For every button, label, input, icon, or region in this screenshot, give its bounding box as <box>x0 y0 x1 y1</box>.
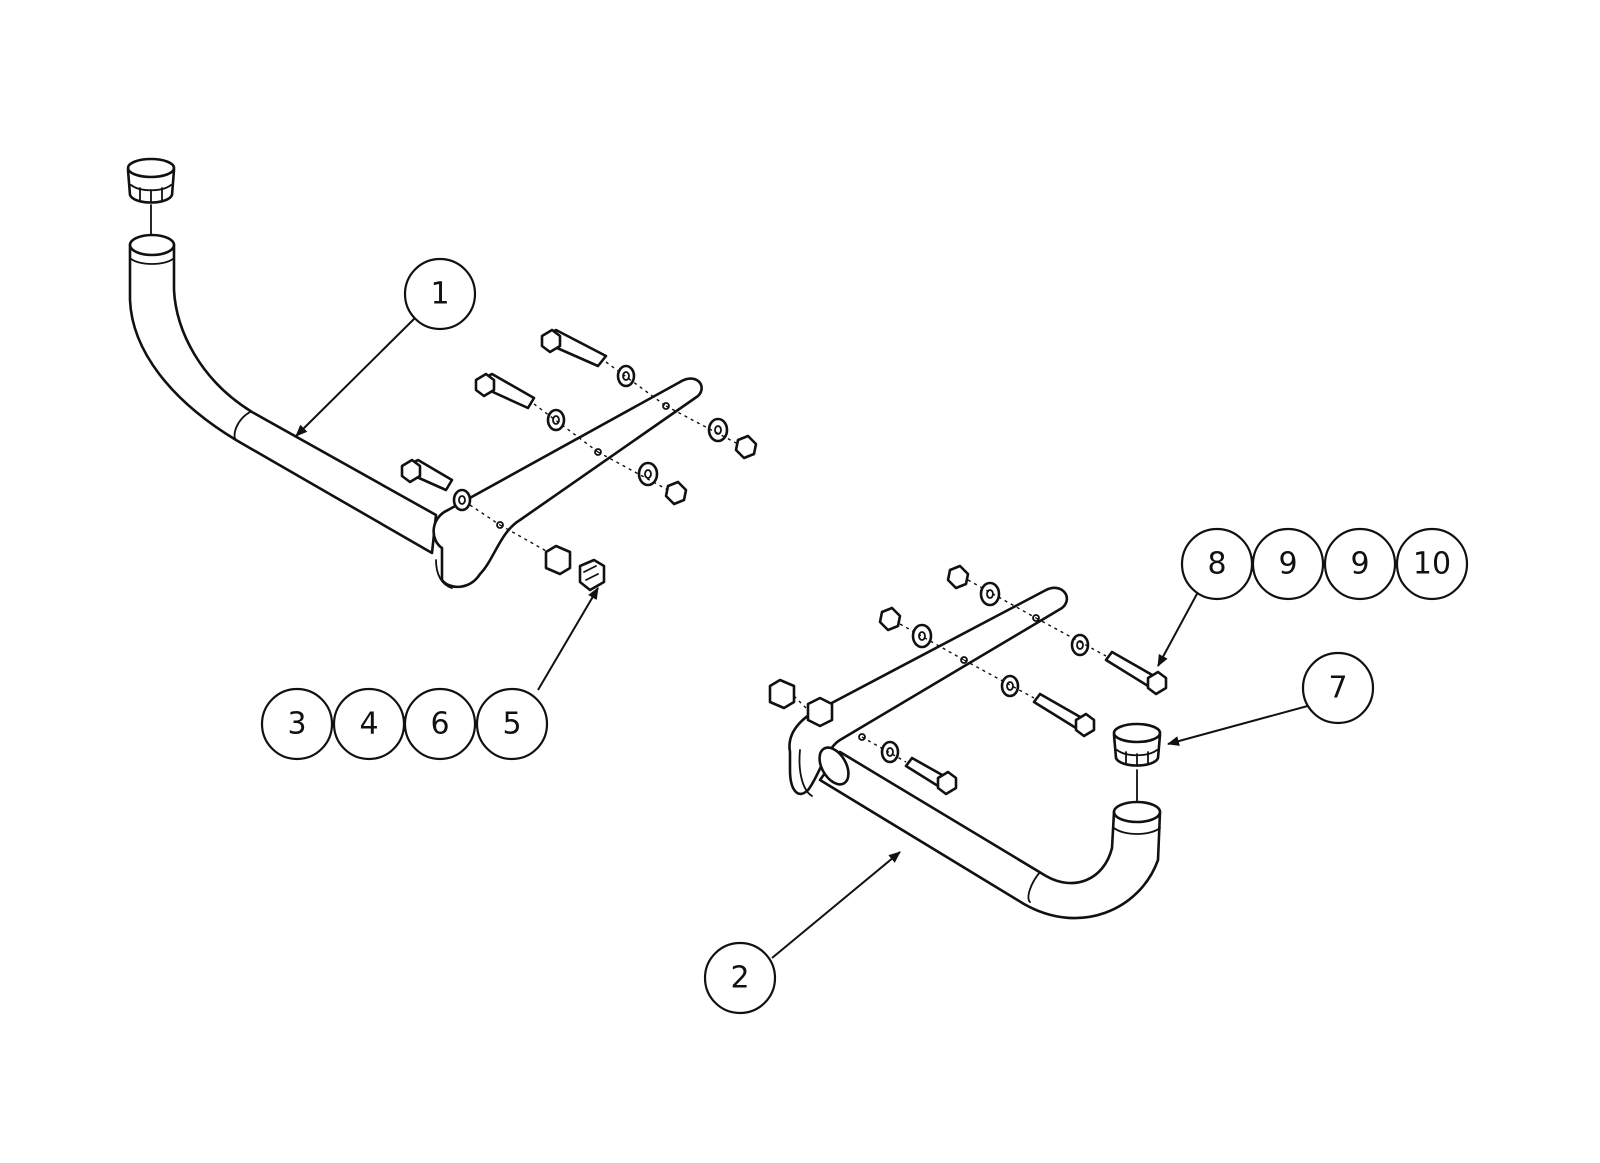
balloon-2: 2 <box>703 941 777 1015</box>
right-end-cap <box>1112 722 1162 803</box>
balloon-9-first: 9 <box>1251 527 1325 601</box>
balloon-8-label: 8 <box>1207 547 1226 582</box>
balloon-2-label: 2 <box>730 961 749 996</box>
left-mounting-plate <box>432 377 703 589</box>
balloon-7-label: 7 <box>1328 671 1347 706</box>
balloon-6-label: 6 <box>430 707 449 742</box>
balloon-1: 1 <box>403 257 477 331</box>
left-tube-handle <box>128 233 438 555</box>
balloon-7: 7 <box>1301 651 1375 725</box>
right-tube-handle <box>818 746 1162 920</box>
balloon-5-label: 5 <box>502 707 521 742</box>
balloon-5: 5 <box>475 687 549 761</box>
left-fasteners <box>400 328 758 592</box>
balloon-4-label: 4 <box>359 707 378 742</box>
balloon-6: 6 <box>403 687 477 761</box>
right-fasteners <box>768 564 1168 796</box>
balloon-3-label: 3 <box>287 707 306 742</box>
balloon-9-second-label: 9 <box>1350 547 1369 582</box>
leader-lines <box>295 317 1316 959</box>
balloon-9-first-label: 9 <box>1278 547 1297 582</box>
balloon-9-second: 9 <box>1323 527 1397 601</box>
balloon-8: 8 <box>1180 527 1254 601</box>
balloon-4: 4 <box>332 687 406 761</box>
balloon-10: 10 <box>1395 527 1469 601</box>
balloon-3: 3 <box>260 687 334 761</box>
left-end-cap <box>126 157 176 239</box>
balloon-1-label: 1 <box>430 277 449 312</box>
balloon-10-label: 10 <box>1413 547 1451 582</box>
